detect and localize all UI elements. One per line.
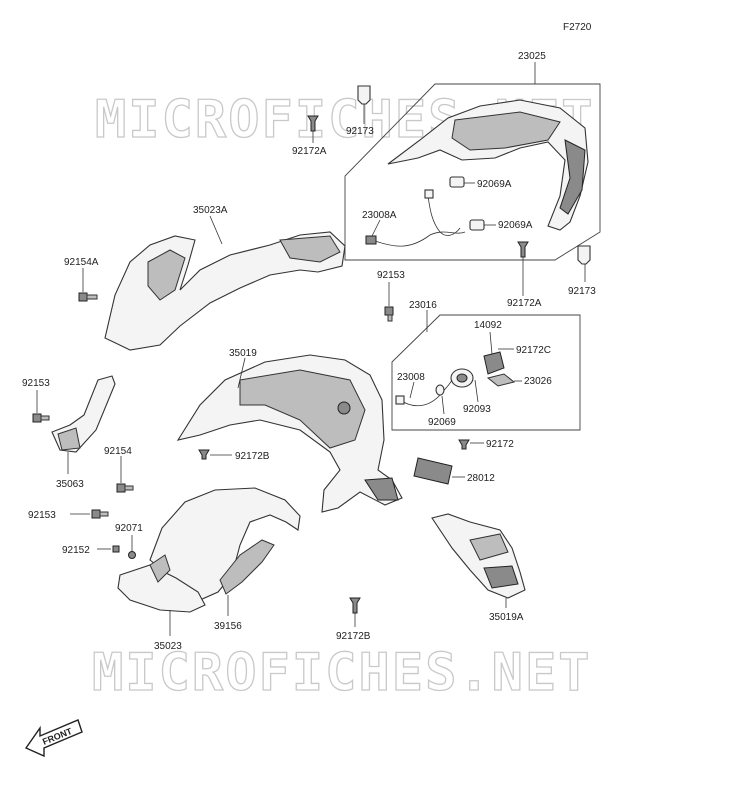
pad-39156 — [219, 539, 275, 616]
label-92069: 92069 — [428, 417, 456, 428]
figure-code: F2720 — [563, 22, 592, 33]
label-92154: 92154 — [104, 446, 132, 457]
label-39156: 39156 — [214, 621, 242, 632]
license-lamp-housing-14092 — [483, 331, 505, 375]
bulb-socket-92069a-lower — [469, 219, 496, 231]
license-bracket-35019a — [431, 513, 526, 608]
label-92172: 92172 — [486, 439, 514, 450]
label-92153-c: 92153 — [28, 510, 56, 521]
clip-92173-top — [357, 85, 371, 124]
screw-92172a-top — [307, 115, 319, 143]
label-14092: 14092 — [474, 320, 502, 331]
label-35019a: 35019A — [489, 612, 524, 623]
label-35063: 35063 — [56, 479, 84, 490]
tail-light-lens — [387, 99, 589, 231]
license-light-group-outline — [391, 314, 581, 431]
label-92172c: 92172C — [516, 345, 551, 356]
label-92071: 92071 — [115, 523, 143, 534]
bolt-92153-c — [70, 509, 109, 519]
screw-92172a-mid — [517, 241, 529, 296]
label-92172b-mid: 92172B — [235, 451, 270, 462]
watermark-bottom: MICROFICHES.NET — [92, 643, 592, 703]
label-92152: 92152 — [62, 545, 90, 556]
rear-cover-35019 — [176, 354, 403, 513]
wire-harness-23008a — [365, 189, 466, 247]
collar-92152 — [97, 545, 120, 553]
bracket-35023a — [104, 231, 346, 351]
clip-92173-right — [577, 245, 591, 282]
bulb-socket-92069a-upper — [449, 176, 475, 188]
label-23016: 23016 — [409, 300, 437, 311]
label-92173-top: 92173 — [346, 126, 374, 137]
rear-fender-35023 — [117, 487, 301, 636]
label-92069a-upper: 92069A — [477, 179, 512, 190]
label-23025: 23025 — [518, 51, 546, 62]
label-92153-b: 92153 — [22, 378, 50, 389]
lens-23026 — [486, 373, 522, 387]
label-92173-right: 92173 — [568, 286, 596, 297]
label-28012: 28012 — [467, 473, 495, 484]
front-direction-arrow: FRONT — [24, 719, 83, 758]
bulb-92069 — [435, 384, 445, 415]
grommet-92071 — [128, 535, 136, 559]
bolt-92153-a — [384, 282, 394, 322]
label-35023a: 35023A — [193, 205, 228, 216]
label-35019: 35019 — [229, 348, 257, 359]
bolt-92154a — [78, 268, 98, 302]
plate-35063 — [51, 375, 116, 474]
bolt-92154 — [116, 456, 134, 493]
screw-92172b-low — [349, 597, 361, 627]
reflector-28012 — [413, 457, 465, 485]
label-92172b-low: 92172B — [336, 631, 371, 642]
screw-92172b-mid — [198, 449, 232, 460]
label-23008a: 23008A — [362, 210, 397, 221]
screw-92172 — [458, 439, 484, 450]
label-92093: 92093 — [463, 404, 491, 415]
label-92172a-mid: 92172A — [507, 298, 542, 309]
label-92172a-top: 92172A — [292, 146, 327, 157]
label-92153-a: 92153 — [377, 270, 405, 281]
label-92154a: 92154A — [64, 257, 99, 268]
lamp-body-92093 — [450, 368, 479, 403]
label-23008: 23008 — [397, 372, 425, 383]
bolt-92153-b — [32, 390, 50, 423]
label-35023: 35023 — [154, 641, 182, 652]
tail-light-group-outline — [344, 83, 601, 261]
label-92069a-lower: 92069A — [498, 220, 533, 231]
label-23026: 23026 — [524, 376, 552, 387]
